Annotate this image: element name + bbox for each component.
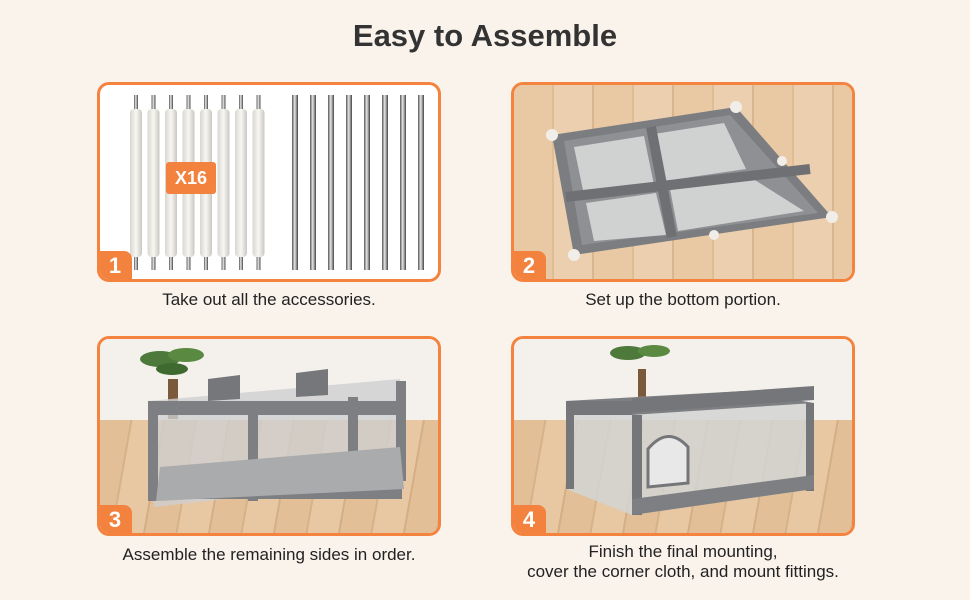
quantity-tag: X16: [166, 162, 216, 194]
white-tube: [217, 109, 230, 257]
step-number-badge: 2: [514, 251, 546, 279]
step-number-badge: 4: [514, 505, 546, 533]
metal-rod: [292, 95, 298, 270]
step-number-badge: 1: [100, 251, 132, 279]
metal-rod: [400, 95, 406, 270]
metal-rod: [364, 95, 370, 270]
step-3-caption: Assemble the remaining sides in order.: [122, 545, 416, 564]
white-tube: [252, 109, 265, 257]
accessories-illustration: [130, 95, 424, 270]
step-number-badge: 3: [100, 505, 132, 533]
metal-rod: [310, 95, 316, 270]
step-4-caption: Finish the final mounting, cover the cor…: [480, 542, 886, 582]
metal-rod: [382, 95, 388, 270]
step-1-caption: Take out all the accessories.: [162, 290, 376, 309]
step-1-card: X16 1: [97, 82, 441, 282]
step-2-card: 2: [511, 82, 855, 282]
step-4-card: 4: [511, 336, 855, 536]
playpen-base-illustration: [546, 101, 838, 261]
metal-rod: [418, 95, 424, 270]
plant-icon: [610, 345, 670, 405]
finished-playpen-illustration: [566, 345, 814, 515]
white-tube: [147, 109, 160, 257]
white-tube: [235, 109, 247, 257]
metal-rod: [328, 95, 334, 270]
playpen-sides-illustration: [140, 348, 406, 507]
step-4-caption-line-1: Finish the final mounting,: [588, 542, 778, 561]
step-3-card: 3: [97, 336, 441, 536]
metal-rod: [346, 95, 352, 270]
white-tube: [130, 109, 142, 257]
step-2-caption: Set up the bottom portion.: [585, 290, 781, 309]
page-title: Easy to Assemble: [352, 18, 618, 53]
step-4-caption-line-2: cover the corner cloth, and mount fittin…: [527, 562, 839, 581]
